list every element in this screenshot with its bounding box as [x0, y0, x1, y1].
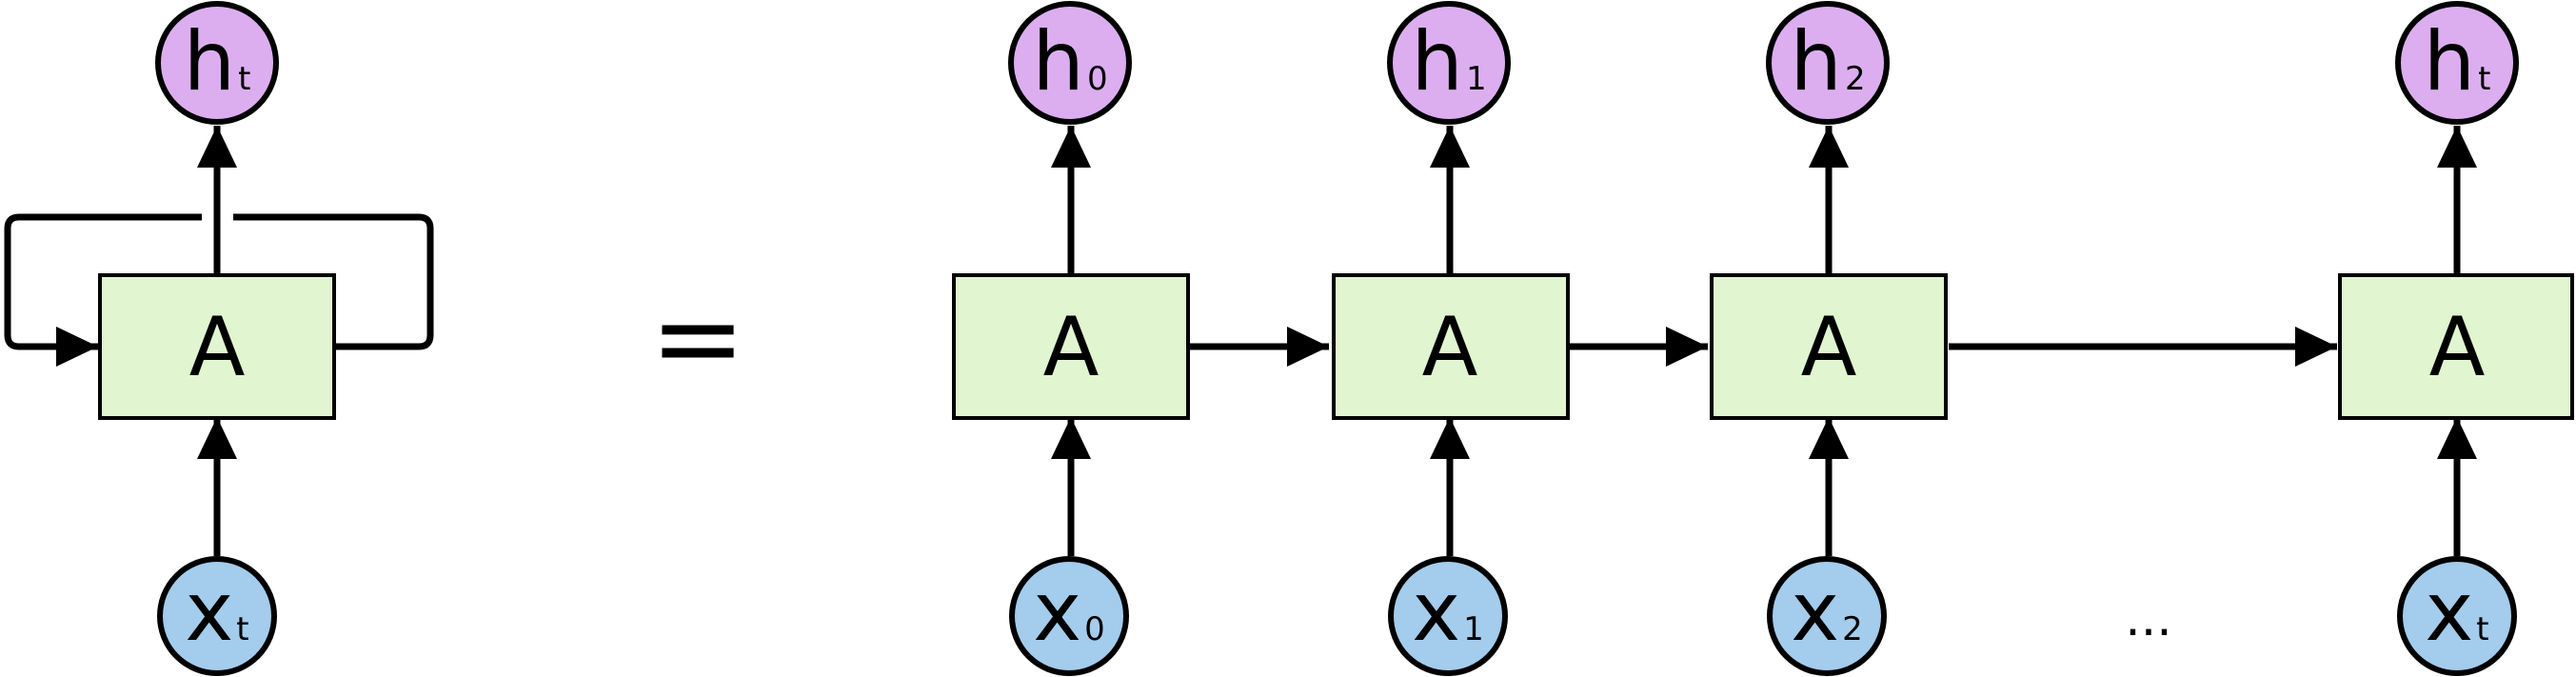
- unrolled-rnn: A h0 x0 A h1 x1: [952, 1, 2574, 676]
- rolled-input-node: [157, 556, 277, 676]
- timestep-2: A h2 x2: [1710, 1, 1948, 676]
- step-2-cell-box: [1710, 273, 1948, 420]
- step-0-input-node: [1009, 556, 1129, 676]
- step-2-output-label: h2: [1790, 14, 1865, 110]
- rolled-loop-left: [4, 213, 202, 367]
- step-0-output-label: h0: [1032, 14, 1107, 110]
- step-1-cell-box: [1332, 273, 1570, 420]
- timestep-0: A h0 x0: [952, 1, 1190, 676]
- step-t-input-label: xt: [2425, 565, 2488, 660]
- step-t-cell-label: A: [2429, 300, 2486, 395]
- rolled-output-label: ht: [184, 14, 251, 110]
- step-0-cell-label: A: [1043, 300, 1100, 395]
- rolled-cell-label: A: [189, 300, 246, 395]
- step-1-input-node: [1388, 556, 1508, 676]
- step-1-output-node: [1387, 1, 1511, 125]
- step-2-output-node: [1766, 1, 1890, 125]
- rolled-output-node: [155, 1, 279, 125]
- step-2-input-label: x2: [1791, 565, 1863, 660]
- step-t-output-label: ht: [2424, 14, 2491, 110]
- step-1-cell-label: A: [1422, 300, 1478, 395]
- rolled-input-label: xt: [185, 565, 248, 660]
- step-t-input-node: [2397, 556, 2517, 676]
- step-2-cell-label: A: [1801, 300, 1857, 395]
- step-t-output-node: [2395, 1, 2519, 125]
- timestep-1: A h1 x1: [1332, 1, 1570, 676]
- timestep-t: A ht xt: [2338, 1, 2574, 676]
- step-2-input-node: [1767, 556, 1887, 676]
- ellipsis: ...: [2125, 590, 2172, 647]
- step-0-input-label: x0: [1033, 565, 1105, 660]
- rolled-loop-right: [233, 213, 434, 350]
- equals-sign: =: [650, 272, 746, 405]
- step-1-output-label: h1: [1411, 14, 1486, 110]
- step-1-input-label: x1: [1412, 565, 1484, 660]
- rolled-rnn: A ht xt: [4, 1, 434, 676]
- step-0-output-node: [1008, 1, 1132, 125]
- step-t-cell-box: [2338, 273, 2574, 420]
- rolled-cell-box: [98, 273, 336, 420]
- step-0-cell-box: [952, 273, 1190, 420]
